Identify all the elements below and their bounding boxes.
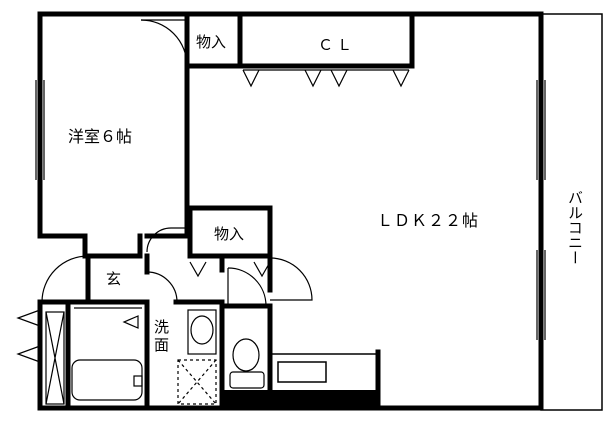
room-label-bedroom: 洋室６帖 xyxy=(68,127,133,146)
walls xyxy=(37,11,544,411)
doors xyxy=(16,19,313,363)
room-label-balcony: バルコニー xyxy=(566,190,584,265)
room-label-ldk: ＬＤＫ２２帖 xyxy=(377,211,480,230)
room-label-entrance: 玄 xyxy=(106,270,122,288)
kitchen-counter xyxy=(272,353,378,383)
room-label-closet: ＣＬ xyxy=(318,36,357,54)
floor-strip xyxy=(222,390,378,408)
closet-doors xyxy=(189,69,410,278)
room-label-storage-top: 物入 xyxy=(196,33,227,51)
room-label-storage-middle: 物入 xyxy=(214,225,245,243)
window-marks xyxy=(35,80,546,340)
room-label-washroom: 洗面 xyxy=(154,318,170,354)
bathroom-fixtures xyxy=(45,307,265,405)
